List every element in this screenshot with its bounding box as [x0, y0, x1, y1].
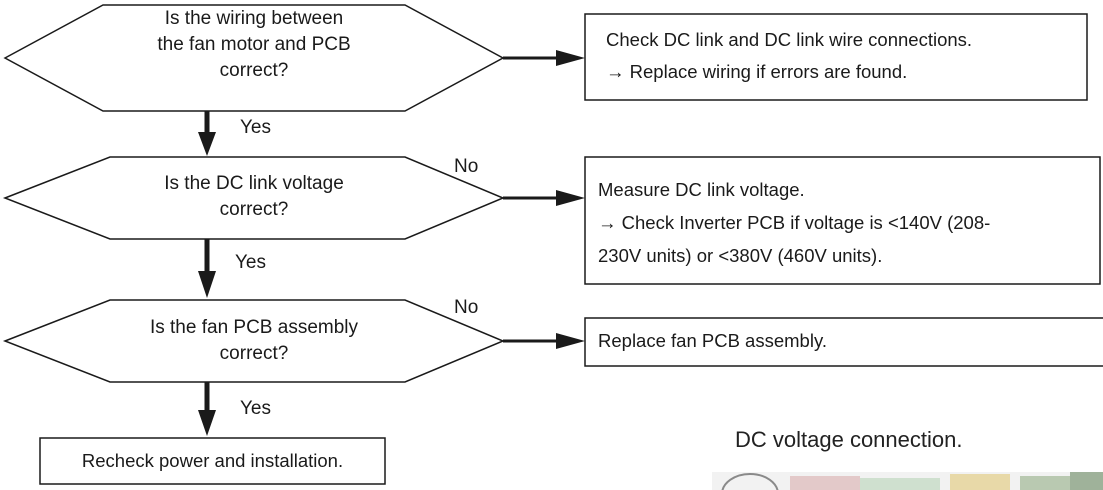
action-box-3	[584, 317, 1103, 367]
decision-3-line-1: Is the fan PCB assembly	[149, 317, 359, 338]
yes-label-2: Yes	[235, 252, 266, 273]
action-box-2	[584, 156, 1101, 285]
action-2-line-3: 230V units) or <380V (460V units).	[598, 245, 883, 266]
decision-1-line-3: correct?	[219, 60, 289, 81]
action-text-3: Replace fan PCB assembly.	[598, 325, 827, 357]
action-box-1	[584, 13, 1088, 101]
decision-1-line-2: the fan motor and PCB	[157, 34, 351, 55]
action-2-line-1: Measure DC link voltage.	[598, 179, 805, 200]
final-box-text: Recheck power and installation.	[81, 450, 344, 471]
yes-arrow-3	[198, 382, 216, 436]
yes-arrow-1	[198, 111, 216, 156]
final-box	[39, 437, 386, 485]
no-label-2: No	[454, 156, 479, 177]
action-1-line-1: Check DC link and DC link wire connectio…	[606, 29, 973, 50]
no-label-3: No	[454, 297, 479, 318]
decision-3-line-2: correct?	[219, 343, 289, 364]
yes-label-3: Yes	[240, 398, 271, 419]
dc-voltage-photo	[712, 472, 1103, 490]
action-3-line-1: Replace fan PCB assembly.	[598, 330, 827, 351]
decision-text-1: Is the wiring between the fan motor and …	[90, 6, 418, 84]
no-arrow-3	[503, 333, 585, 349]
decision-text-3: Is the fan PCB assembly correct?	[90, 315, 418, 367]
no-arrow-1	[503, 50, 585, 66]
decision-1-line-1: Is the wiring between	[164, 8, 344, 29]
decision-2-line-1: Is the DC link voltage	[164, 173, 344, 194]
no-arrow-2	[503, 190, 585, 206]
photo-caption: DC voltage connection.	[735, 427, 963, 452]
action-1-line-2: → Replace wiring if errors are found.	[606, 61, 908, 82]
action-text-1: Check DC link and DC link wire connectio…	[606, 24, 972, 88]
yes-label-1: Yes	[240, 117, 271, 138]
decision-2-line-2: correct?	[219, 199, 289, 220]
action-2-line-2: → Check Inverter PCB if voltage is <140V…	[598, 212, 991, 233]
decision-text-2: Is the DC link voltage correct?	[90, 171, 418, 223]
action-text-2: Measure DC link voltage. → Check Inverte…	[598, 173, 990, 272]
yes-arrow-2	[198, 239, 216, 298]
